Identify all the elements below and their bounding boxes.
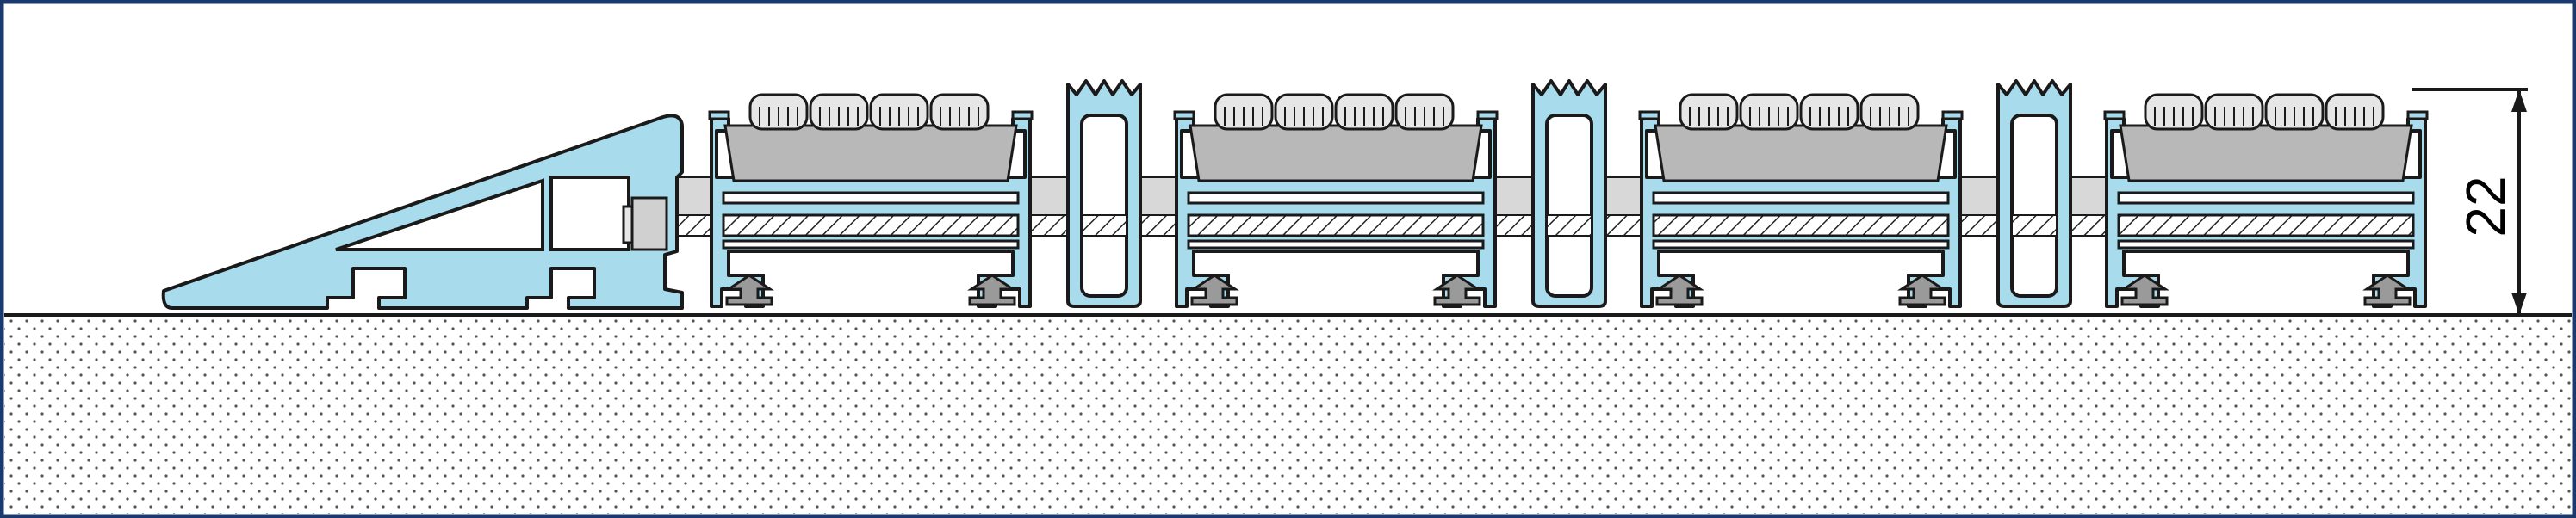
brush-strip <box>1334 93 1394 131</box>
anchor-clip <box>724 274 774 306</box>
brush-strip <box>1274 93 1334 131</box>
tread-module-3 <box>1638 93 1964 308</box>
brush-strip <box>1394 93 1455 131</box>
brush-strip <box>809 93 869 131</box>
anchor-clip <box>967 274 1017 306</box>
brush-strip <box>2204 93 2264 131</box>
tread-module-2 <box>1173 93 1499 308</box>
anchor-clip <box>1189 274 1239 306</box>
spacer-3 <box>1996 79 2072 308</box>
anchor-clip <box>2120 274 2169 306</box>
modules-layer <box>708 79 2429 308</box>
brush-strip <box>1679 93 1739 131</box>
tread-module-4 <box>2103 93 2429 308</box>
rubber-insert <box>1654 124 1948 182</box>
brush-strip <box>929 93 990 131</box>
tread-module-1 <box>708 93 1034 308</box>
rubber-insert <box>2119 124 2413 182</box>
brush-strip <box>2264 93 2325 131</box>
rubber-insert <box>1189 124 1483 182</box>
spacer-1 <box>1066 79 1142 308</box>
height-dimension: 22 <box>2412 88 2528 317</box>
rubber-insert <box>723 124 1018 182</box>
anchor-clip <box>1897 274 1947 306</box>
brush-strip <box>1799 93 1859 131</box>
brush-strip <box>2144 93 2204 131</box>
brush-strip <box>1214 93 1274 131</box>
height-value-label: 22 <box>2455 176 2517 237</box>
ground <box>4 313 2572 514</box>
brush-strip <box>1739 93 1799 131</box>
brush-strip <box>748 93 809 131</box>
ramp-profile <box>161 114 684 310</box>
screw-head <box>630 196 668 251</box>
anchor-clip <box>2362 274 2412 306</box>
anchor-clip <box>1654 274 1704 306</box>
brush-strip <box>2325 93 2385 131</box>
spacer-2 <box>1531 79 1607 308</box>
anchor-clip <box>1432 274 1482 306</box>
brush-strip <box>1859 93 1920 131</box>
brush-strip <box>869 93 929 131</box>
